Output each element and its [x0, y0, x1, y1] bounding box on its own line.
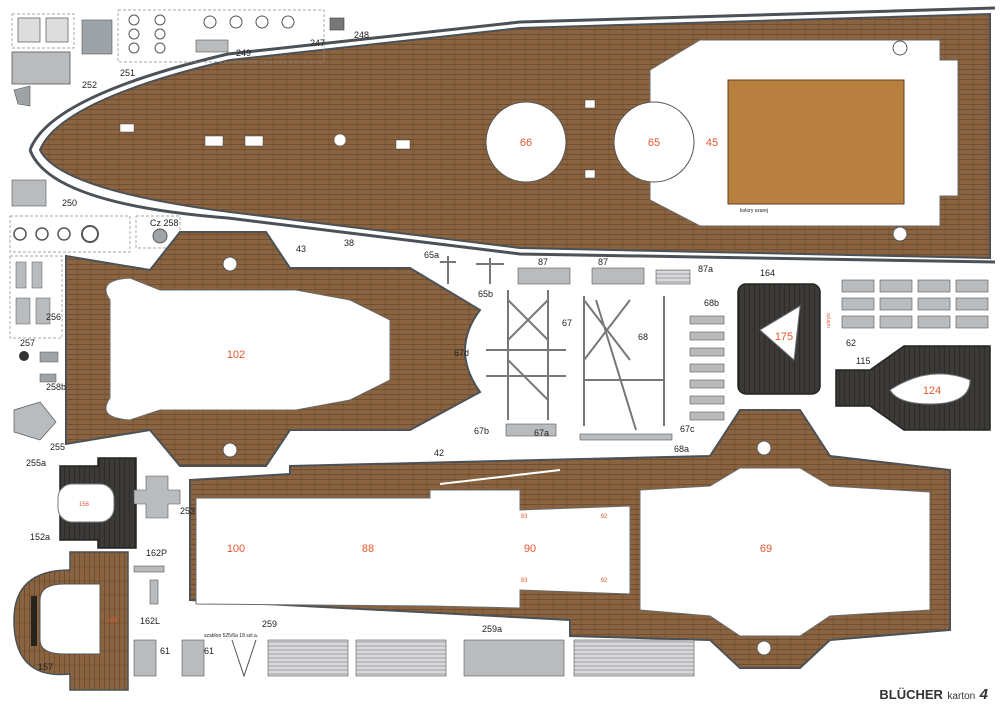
label-124: 124 — [923, 385, 941, 397]
part-87a: 87a — [698, 264, 713, 274]
small-parts-top-left — [9, 9, 345, 441]
deck-158-part — [13, 551, 129, 691]
part-67b: 67b — [474, 426, 489, 436]
part-68b: 68b — [704, 298, 719, 308]
deck-124-part — [835, 345, 991, 431]
part-65b: 65b — [478, 289, 493, 299]
part-259: 259 — [262, 619, 277, 629]
part-62-grid — [841, 279, 989, 329]
wood-panel — [727, 79, 905, 205]
footer-page-number: 4 — [979, 686, 988, 703]
part-68: 68 — [638, 332, 648, 342]
part-248: 248 — [354, 30, 369, 40]
part-256: 256 — [46, 312, 61, 322]
footer-title: BLÜCHER — [879, 687, 943, 702]
part-157: 157 — [38, 662, 53, 672]
part-250: 250 — [62, 198, 77, 208]
part-61-first: 61 — [160, 646, 170, 656]
label-93-top: 93 — [521, 514, 528, 520]
label-69: 69 — [760, 543, 772, 555]
frame-structures — [440, 256, 691, 441]
part-67c: 67c — [680, 424, 695, 434]
part-87-second: 87 — [598, 257, 608, 267]
label-65: 65 — [648, 137, 660, 149]
forecastle-deck-part — [28, 6, 996, 264]
part-162l: 162L — [140, 616, 160, 626]
part-257: 257 — [20, 338, 35, 348]
deck-156-part — [57, 457, 137, 549]
part-251: 251 — [120, 68, 135, 78]
part-87-first: 87 — [538, 257, 548, 267]
part-38: 38 — [344, 238, 354, 248]
part-259a: 259a — [482, 624, 502, 634]
label-92-bottom: 92 — [601, 578, 608, 584]
part-255a: 255a — [26, 458, 46, 468]
sheet-footer: BLÜCHER karton 4 — [879, 686, 988, 704]
part-249: 249 — [236, 48, 251, 58]
part-68a: 68a — [674, 444, 689, 454]
part-65a: 65a — [424, 250, 439, 260]
footer-subtitle: karton — [947, 691, 976, 702]
part-61-second: 61 — [204, 646, 214, 656]
bottom-note: szablon 525/6a 18 szt.a. — [204, 633, 258, 639]
part-247: 247 — [310, 38, 325, 48]
part-255: 255 — [50, 442, 65, 452]
part-152a: 152a — [30, 532, 50, 542]
part-62: 62 — [846, 338, 856, 348]
hull-note: kolory szarej — [740, 208, 768, 214]
label-66: 66 — [520, 137, 532, 149]
part-68b-strips — [689, 315, 725, 421]
part-42: 42 — [434, 448, 444, 458]
label-156: 156 — [79, 502, 90, 508]
label-45: 45 — [706, 137, 718, 149]
label-92-top: 92 — [601, 514, 608, 520]
part-67: 67 — [562, 318, 572, 328]
deck-175-part — [737, 283, 821, 395]
bottom-rows — [231, 639, 695, 678]
deck-102-part — [65, 231, 482, 467]
label-88: 88 — [362, 543, 374, 555]
label-102: 102 — [227, 349, 245, 361]
label-175: 175 — [775, 331, 793, 343]
side-note: rubryki — [826, 313, 832, 328]
part-252: 252 — [82, 80, 97, 90]
lower-deck-part — [189, 409, 951, 669]
label-100: 100 — [227, 543, 245, 555]
part-258b: 258b — [46, 382, 66, 392]
label-158: 158 — [107, 618, 118, 624]
small-parts-bottom — [133, 475, 205, 677]
label-93-bottom: 93 — [521, 578, 528, 584]
part-cz258: Cz 258 — [150, 218, 179, 228]
label-90: 90 — [524, 543, 536, 555]
part-253: 253 — [180, 506, 195, 516]
part-43: 43 — [296, 244, 306, 254]
part-67a: 67a — [534, 428, 549, 438]
part-67d: 67d — [454, 348, 469, 358]
part-115: 115 — [856, 356, 870, 366]
part-162p: 162P — [146, 548, 167, 558]
part-164: 164 — [760, 268, 775, 278]
